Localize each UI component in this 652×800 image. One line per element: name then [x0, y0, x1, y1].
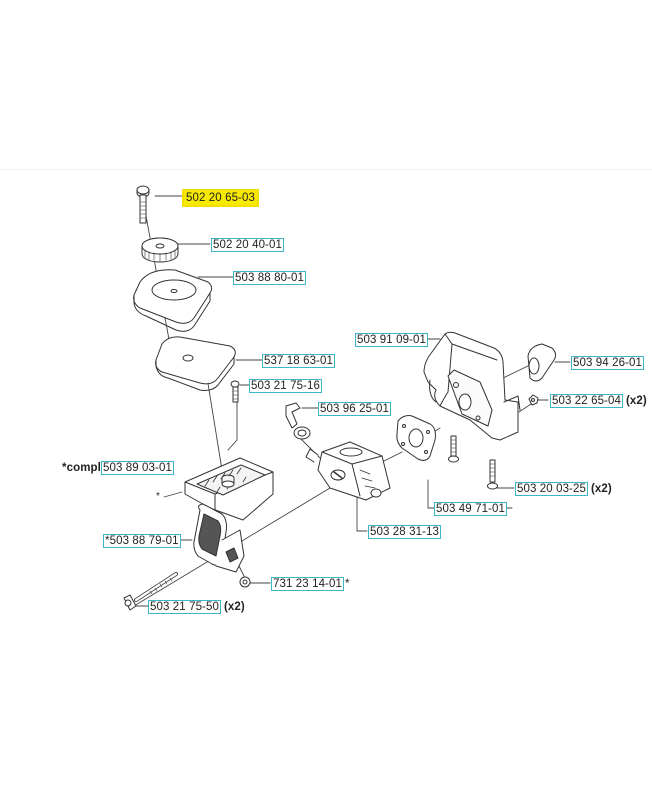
part-rubber-boot	[527, 343, 557, 382]
part-number[interactable]: 503 49 71-01	[434, 502, 507, 516]
part-label-503-96-25-01[interactable]: 503 96 25-01	[318, 402, 391, 416]
part-number[interactable]: 503 21 75-16	[249, 379, 322, 393]
part-number[interactable]: 503 20 03-25	[515, 482, 588, 496]
star-suffix: *	[344, 578, 350, 590]
part-label-503-20-03-25[interactable]: 503 20 03-25(x2)	[515, 482, 612, 496]
part-label-503-88-80-01[interactable]: 503 88 80-01	[233, 271, 306, 285]
part-long-bolt	[123, 572, 178, 611]
part-number[interactable]: 503 28 31-13	[368, 525, 441, 539]
part-housing	[184, 457, 274, 573]
part-number[interactable]: 503 88 80-01	[233, 271, 306, 285]
part-label-503-22-65-04[interactable]: 503 22 65-04(x2)	[550, 394, 647, 408]
part-number[interactable]: 503 22 65-04	[550, 394, 623, 408]
part-bolts	[448, 435, 498, 490]
part-label-502-20-40-01[interactable]: 502 20 40-01	[211, 238, 284, 252]
part-label-503-91-09-01[interactable]: 503 91 09-01	[355, 333, 428, 347]
part-filter	[155, 336, 236, 391]
part-filter-cover	[133, 269, 213, 332]
part-label-503-21-75-16[interactable]: 503 21 75-16	[249, 379, 322, 393]
page-divider	[0, 169, 652, 170]
part-number[interactable]: 503 94 26-01	[571, 356, 644, 370]
quantity: (x2)	[223, 601, 245, 613]
part-number-highlighted[interactable]: 502 20 65-03	[182, 189, 259, 207]
complete-prefix: *compl	[62, 462, 101, 474]
part-gasket	[396, 415, 436, 461]
part-label-731-23-14-01[interactable]: 731 23 14-01*	[271, 577, 350, 591]
part-nut	[239, 576, 251, 588]
part-label-503-21-75-50[interactable]: 503 21 75-50(x2)	[148, 600, 245, 614]
part-label-503-49-71-01[interactable]: 503 49 71-01	[434, 502, 507, 516]
part-carburetor	[305, 441, 391, 501]
part-number[interactable]: 537 18 63-01	[262, 354, 335, 368]
part-number-text: 503 88 79-01	[109, 535, 179, 547]
part-number[interactable]: 502 20 40-01	[211, 238, 284, 252]
star-prefix: *	[105, 535, 110, 547]
quantity: (x2)	[590, 483, 612, 495]
part-number[interactable]: 503 91 09-01	[355, 333, 428, 347]
part-number[interactable]: 503 96 25-01	[318, 402, 391, 416]
part-label-503-28-31-13[interactable]: 503 28 31-13	[368, 525, 441, 539]
part-screw-top	[136, 185, 150, 224]
part-number[interactable]: *503 88 79-01	[103, 534, 181, 548]
part-number[interactable]: 503 21 75-50	[148, 600, 221, 614]
part-label-537-18-63-01[interactable]: 537 18 63-01	[262, 354, 335, 368]
part-choke-rod	[285, 402, 311, 440]
part-label-503-88-79-01[interactable]: *503 88 79-01	[103, 534, 181, 548]
quantity: (x2)	[625, 395, 647, 407]
part-manifold-bracket	[423, 331, 521, 441]
part-small-screw	[230, 380, 240, 403]
part-label-503-94-26-01[interactable]: 503 94 26-01	[571, 356, 644, 370]
housing-star-marker: *	[156, 491, 160, 502]
part-number[interactable]: 503 89 03-01	[100, 461, 174, 475]
part-label-502-20-65-03[interactable]: 502 20 65-03	[182, 189, 259, 207]
part-number[interactable]: 731 23 14-01	[271, 577, 344, 591]
part-flange-nut	[528, 394, 539, 406]
part-knob	[141, 237, 179, 263]
